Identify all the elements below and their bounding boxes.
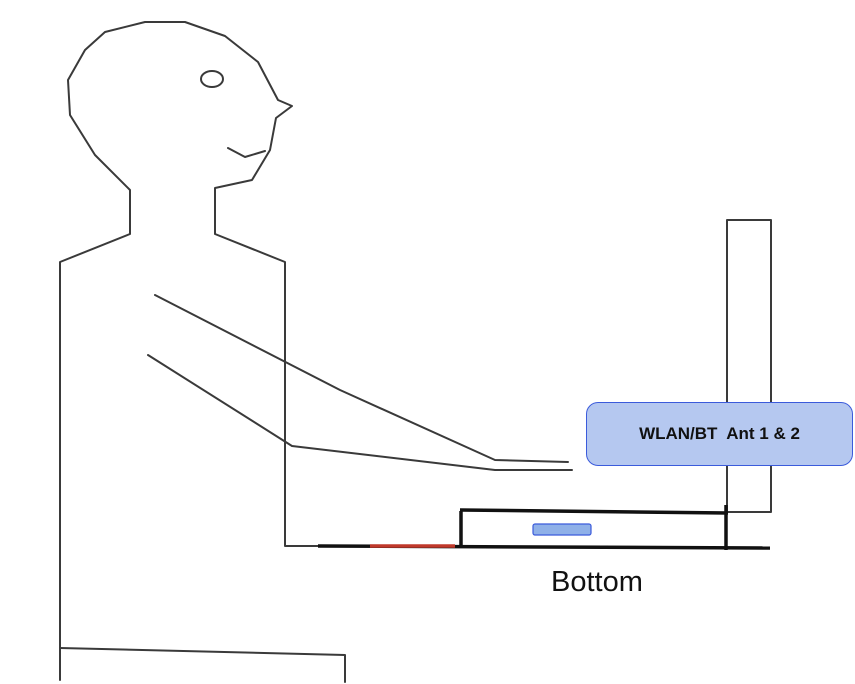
- mouth-icon: [227, 147, 266, 158]
- position-caption: Bottom: [551, 566, 643, 598]
- antenna-marker: [532, 523, 592, 536]
- lower-arm: [147, 354, 573, 471]
- laptop-screen: [726, 219, 772, 513]
- laptop-base-top: [459, 508, 729, 515]
- antenna-callout: WLAN/BT Ant 1 & 2: [586, 402, 853, 466]
- upper-arm: [154, 294, 569, 463]
- person-body-outline: [59, 21, 461, 681]
- chair-outline: [59, 647, 346, 683]
- eye-icon: [200, 70, 224, 88]
